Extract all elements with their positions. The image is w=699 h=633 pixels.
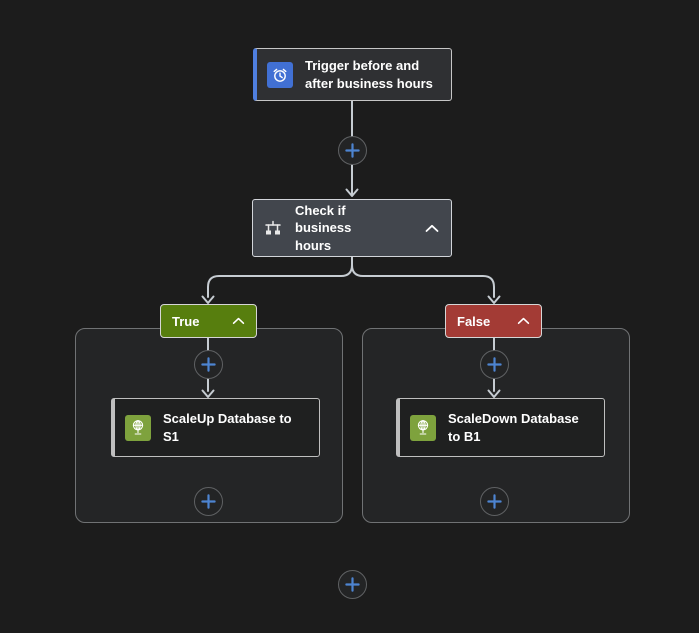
action-node-scaledown[interactable]: ScaleDown Database to B1 — [396, 398, 605, 457]
action-node-label: ScaleDown Database to B1 — [448, 410, 579, 444]
arrowhead-true-badge — [201, 295, 215, 304]
chevron-up-icon — [425, 224, 439, 232]
true-branch-label: True — [172, 313, 200, 329]
chevron-up-icon[interactable] — [517, 317, 530, 325]
action-node-label: ScaleUp Database to S1 — [163, 410, 292, 444]
false-branch-badge[interactable]: False — [445, 304, 542, 338]
add-action-button-true-scope[interactable] — [194, 487, 223, 516]
trigger-node[interactable]: Trigger before and after business hours — [253, 48, 452, 101]
condition-collapse-button[interactable] — [423, 222, 441, 235]
add-step-button-true-branch[interactable] — [194, 350, 223, 379]
condition-node-label: Check if business hours — [295, 202, 352, 253]
condition-icon — [263, 220, 283, 236]
action-node-scaleup[interactable]: ScaleUp Database to S1 — [111, 398, 320, 457]
arrowhead-condition — [345, 188, 359, 197]
trigger-node-label: Trigger before and after business hours — [305, 57, 433, 91]
webhook-globe-icon — [125, 414, 151, 441]
plus-icon — [201, 494, 216, 509]
condition-node[interactable]: Check if business hours — [252, 199, 452, 257]
webhook-globe-icon — [410, 414, 436, 441]
false-branch-label: False — [457, 313, 491, 329]
plus-icon — [345, 577, 360, 592]
add-step-button-after-trigger[interactable] — [338, 136, 367, 165]
plus-icon — [487, 357, 502, 372]
plus-icon — [345, 143, 360, 158]
add-step-button-false-branch[interactable] — [480, 350, 509, 379]
true-branch-badge[interactable]: True — [160, 304, 257, 338]
plus-icon — [201, 357, 216, 372]
add-action-button-false-scope[interactable] — [480, 487, 509, 516]
connector-split-left — [207, 256, 353, 298]
add-step-button-end[interactable] — [338, 570, 367, 599]
connector-split-right — [351, 264, 495, 298]
arrowhead-false-badge — [487, 295, 501, 304]
chevron-up-icon[interactable] — [232, 317, 245, 325]
plus-icon — [487, 494, 502, 509]
recurrence-clock-icon — [267, 61, 293, 88]
